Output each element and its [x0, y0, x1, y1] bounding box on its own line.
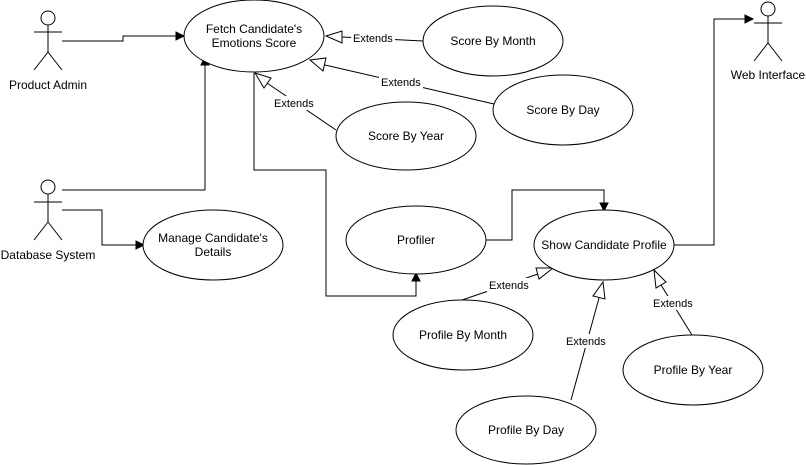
use-case-profiler[interactable]: Profiler — [345, 205, 487, 275]
svg-text:Details: Details — [195, 245, 232, 259]
extends-arrowhead — [592, 280, 606, 300]
svg-text:Emotions Score: Emotions Score — [212, 36, 297, 50]
association-admin-fetch — [62, 35, 176, 42]
use-case-profile-by-day[interactable]: Profile By Day — [455, 395, 597, 465]
association-show-web — [674, 18, 745, 246]
extends-label: Extends — [564, 334, 608, 348]
use-case-manage-details[interactable]: Manage Candidate's Details — [142, 209, 284, 281]
actor-label: Product Admin — [9, 78, 87, 92]
extends-label: Extends — [379, 75, 423, 89]
use-case-score-by-month[interactable]: Score By Month — [422, 5, 564, 77]
arrowhead — [135, 240, 146, 250]
svg-text:Score By Month: Score By Month — [450, 34, 535, 48]
actor-label: Web Interface — [731, 68, 806, 82]
actor-product-admin[interactable]: Product Admin — [9, 10, 87, 92]
extends-label: Extends — [651, 296, 695, 310]
association-profiler-show — [486, 189, 605, 241]
svg-text:Score By Day: Score By Day — [526, 103, 599, 117]
actor-figure-icon — [33, 10, 63, 71]
svg-text:Score By Year: Score By Year — [368, 129, 444, 143]
arrowhead — [411, 271, 421, 282]
association-fetch-profiler — [253, 73, 417, 297]
association-db-manage — [62, 209, 136, 246]
svg-text:Profile By Month: Profile By Month — [419, 328, 507, 342]
extends-label: Extends — [272, 96, 316, 110]
extends-arrowhead — [308, 57, 327, 72]
svg-text:Show Candidate Profile: Show Candidate Profile — [541, 238, 667, 252]
actor-figure-icon — [753, 1, 783, 62]
extends-label: Extends — [351, 31, 395, 45]
extends-arrowhead — [653, 268, 667, 289]
use-case-show-candidate-profile[interactable]: Show Candidate Profile — [533, 209, 675, 281]
svg-text:Profile By Year: Profile By Year — [654, 363, 733, 377]
svg-text:Extends: Extends — [566, 336, 606, 348]
svg-text:Profile By Day: Profile By Day — [488, 423, 564, 437]
use-case-score-by-day[interactable]: Score By Day — [492, 74, 634, 146]
actor-web-interface[interactable]: Web Interface — [731, 1, 806, 82]
extends-label: Extends — [487, 278, 531, 292]
extends-arrowhead — [535, 267, 555, 280]
svg-text:Extends: Extends — [653, 298, 693, 310]
actor-label: Database System — [1, 248, 96, 262]
association-db-fetch — [62, 65, 206, 191]
svg-text:Extends: Extends — [353, 33, 393, 45]
actor-figure-icon — [33, 179, 63, 241]
use-case-fetch-emotions-score[interactable]: Fetch Candidate's Emotions Score — [183, 0, 325, 73]
extends-arrowhead — [253, 72, 272, 89]
arrowhead — [744, 14, 755, 24]
extends-profile-day-line — [570, 297, 600, 401]
use-case-score-by-year[interactable]: Score By Year — [335, 101, 477, 171]
svg-text:Manage Candidate's: Manage Candidate's — [158, 231, 268, 245]
use-case-profile-by-year[interactable]: Profile By Year — [622, 334, 764, 406]
arrowhead — [599, 202, 609, 213]
svg-text:Fetch Candidate's: Fetch Candidate's — [206, 22, 302, 36]
svg-text:Extends: Extends — [274, 98, 314, 110]
actor-database-system[interactable]: Database System — [1, 179, 96, 262]
extends-arrowhead — [324, 30, 343, 44]
use-case-profile-by-month[interactable]: Profile By Month — [392, 299, 534, 371]
arrowhead — [175, 31, 186, 41]
svg-text:Extends: Extends — [489, 280, 529, 292]
svg-text:Profiler: Profiler — [397, 233, 435, 247]
svg-text:Extends: Extends — [381, 77, 421, 89]
